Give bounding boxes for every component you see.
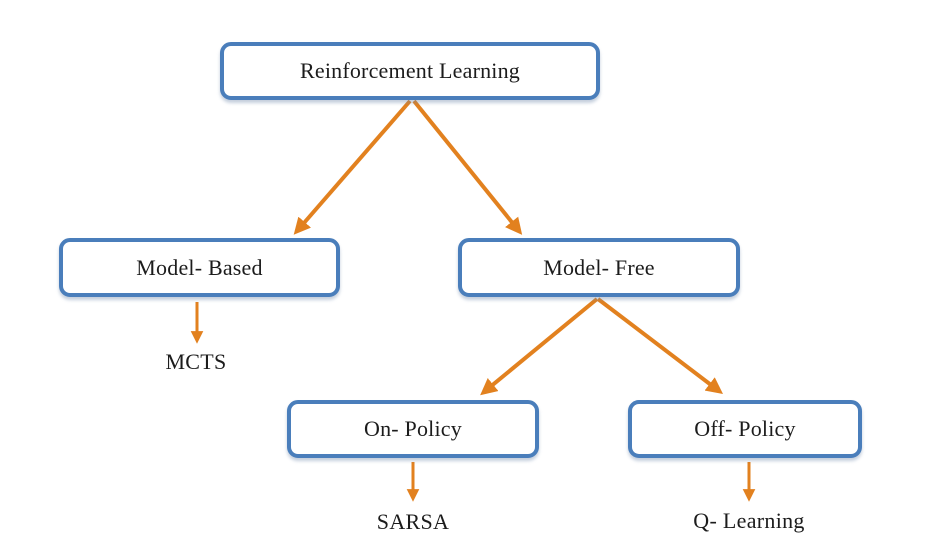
node-sarsa-label: SARSA [376, 509, 450, 534]
node-mcts-label: MCTS [165, 349, 227, 374]
edge-root-to-model-free-arrow [412, 99, 523, 235]
edge-model-free-to-off-policy-arrow [596, 297, 724, 395]
node-off-policy: Off- Policy [628, 400, 862, 458]
node-reinforcement-learning: Reinforcement Learning [220, 42, 600, 100]
edge-model-free-to-on-policy-arrow [480, 297, 599, 396]
node-q-learning-label: Q- Learning [693, 508, 805, 533]
node-model-free: Model- Free [458, 238, 740, 297]
node-on-policy: On- Policy [287, 400, 539, 458]
edge-root-to-model-based-arrow [293, 99, 412, 235]
node-model-based: Model- Based [59, 238, 340, 297]
